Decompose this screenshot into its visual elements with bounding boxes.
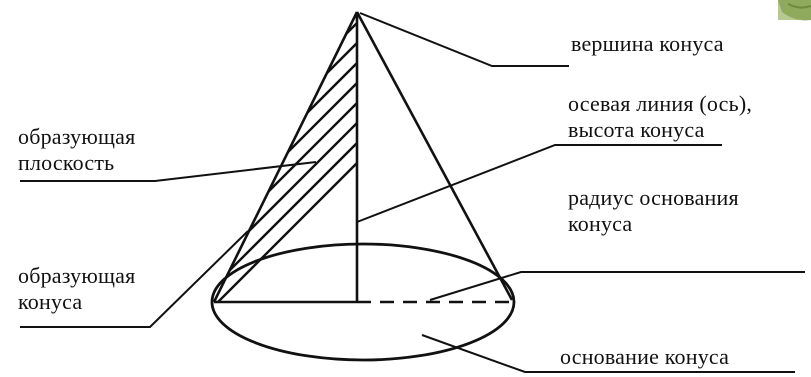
- label-radius-line2: конуса: [568, 211, 739, 237]
- label-apex-text: вершина конуса: [571, 31, 724, 57]
- label-axis-line2: высота конуса: [568, 117, 752, 143]
- label-base-radius: радиус основания конуса: [568, 185, 739, 237]
- label-generatrix-line2: конуса: [18, 289, 135, 315]
- label-base-text: основание конуса: [560, 344, 729, 370]
- leader-radius: [430, 272, 805, 300]
- label-apex: вершина конуса: [571, 31, 724, 57]
- label-generatrix-line1: образующая: [18, 263, 135, 289]
- label-base: основание конуса: [560, 344, 729, 370]
- cone-generatrix-left: [214, 12, 357, 302]
- leader-apex: [360, 13, 569, 66]
- label-plane-line2: плоскость: [18, 150, 135, 176]
- label-generating-plane: образующая плоскость: [18, 124, 135, 176]
- label-axis: осевая линия (ось), высота конуса: [568, 91, 752, 143]
- label-axis-line1: осевая линия (ось),: [568, 91, 752, 117]
- cone-generatrix-right: [357, 12, 512, 300]
- corner-leaf-image: [778, 0, 811, 20]
- label-plane-line1: образующая: [18, 124, 135, 150]
- label-generatrix: образующая конуса: [18, 263, 135, 315]
- label-radius-line1: радиус основания: [568, 185, 739, 211]
